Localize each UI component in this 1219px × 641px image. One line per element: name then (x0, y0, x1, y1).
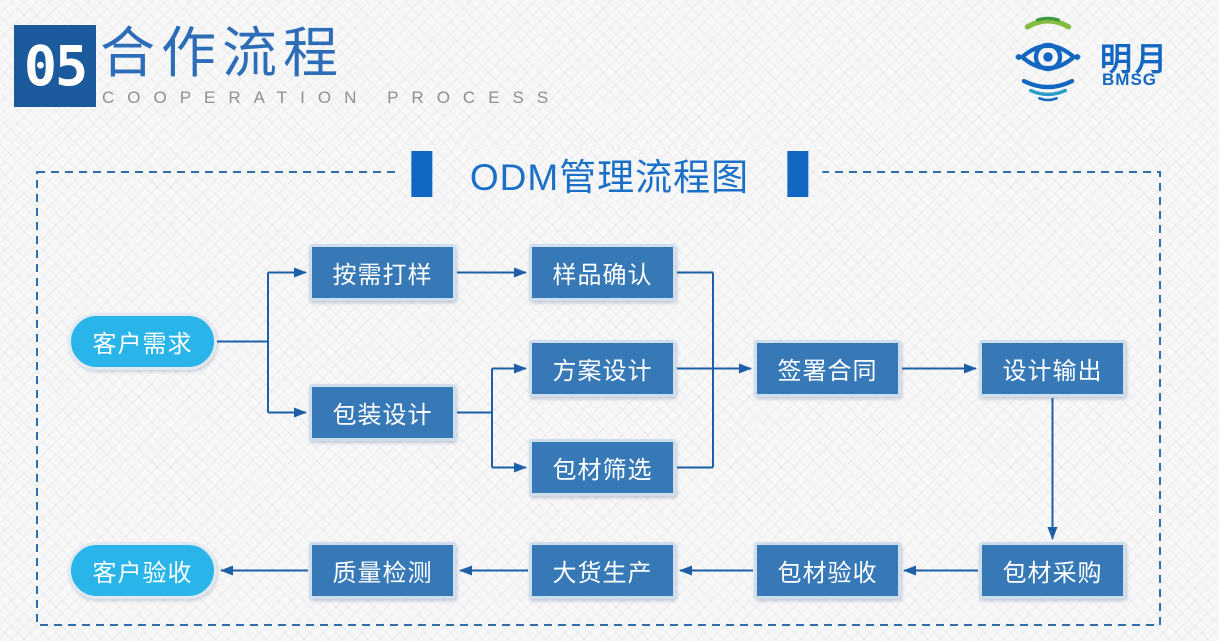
company-logo: 明月 BMSG (1005, 12, 1205, 102)
flow-node-scheme-design: 方案设计 (529, 340, 676, 397)
flow-node-material-purchase: 包材采购 (979, 542, 1126, 599)
flow-node-quality-inspection: 质量检测 (309, 542, 456, 599)
flow-node-packaging-design: 包装设计 (309, 384, 456, 441)
logo-name-en: BMSG (1102, 70, 1157, 89)
page-subtitle: COOPERATION PROCESS (102, 88, 562, 107)
flow-node-sample-on-demand: 按需打样 (309, 244, 456, 301)
flow-node-material-screening: 包材筛选 (529, 439, 676, 496)
edge-merge-lines (677, 271, 714, 469)
flow-node-sign-contract: 签署合同 (754, 340, 901, 397)
diagram-title: ODM管理流程图 (397, 147, 822, 201)
flow-node-customer-acceptance: 客户验收 (68, 542, 217, 599)
logo-name-cn: 明月 (1100, 41, 1171, 77)
page-title: 合作流程 (100, 21, 345, 85)
section-number: 05 (14, 25, 96, 107)
logo-emblem-icon (1015, 16, 1081, 102)
flow-node-mass-production: 大货生产 (529, 542, 676, 599)
flow-node-sample-confirm: 样品确认 (529, 244, 676, 301)
diagram-title-text: ODM管理流程图 (469, 157, 750, 198)
title-accent-bar-left (410, 151, 432, 197)
flow-node-customer-demand: 客户需求 (68, 313, 217, 370)
section-number-text: 05 (23, 34, 88, 98)
edge-packaging-branch (457, 368, 493, 468)
title-accent-bar-right (787, 151, 809, 197)
flow-node-design-output: 设计输出 (979, 340, 1126, 397)
flow-node-material-acceptance: 包材验收 (754, 542, 901, 599)
